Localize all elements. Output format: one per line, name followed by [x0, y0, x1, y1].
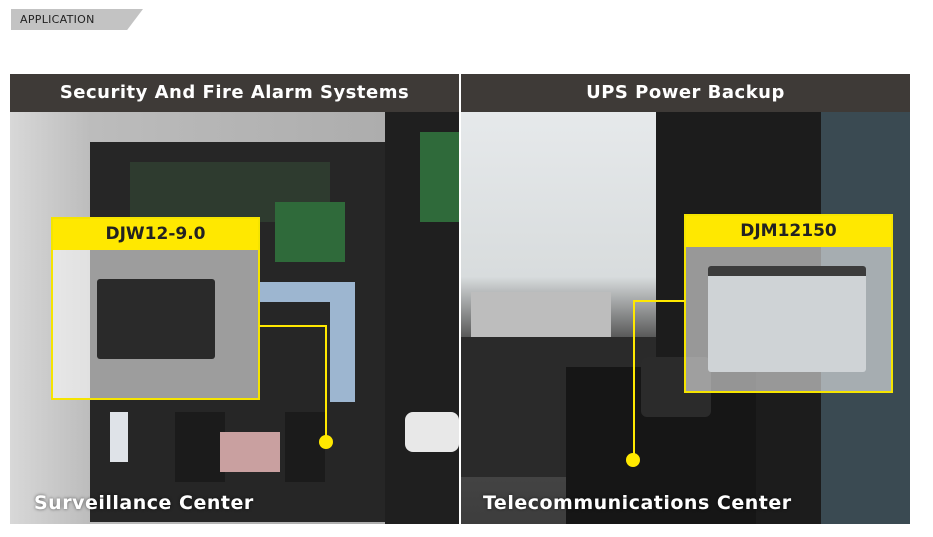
- section-tag: APPLICATION: [11, 9, 143, 30]
- section-tag-label: APPLICATION: [20, 13, 95, 26]
- panel-caption: Telecommunications Center: [483, 492, 792, 514]
- product-callout: DJW12-9.0: [51, 217, 260, 400]
- application-panel-ups: UPS Power Backup DJM12150 Telecommunicat…: [461, 74, 910, 524]
- panel-title: UPS Power Backup: [461, 74, 910, 112]
- product-name: DJW12-9.0: [53, 219, 258, 250]
- product-callout: DJM12150: [684, 214, 893, 393]
- panel-caption: Surveillance Center: [34, 492, 254, 514]
- application-panel-security: Security And Fire Alarm Systems DJW12-9.…: [10, 74, 459, 524]
- location-marker: [319, 435, 333, 449]
- panel-title: Security And Fire Alarm Systems: [10, 74, 459, 112]
- battery-image: [97, 279, 215, 359]
- battery-image: [708, 266, 866, 372]
- product-name: DJM12150: [686, 216, 891, 247]
- location-marker: [626, 453, 640, 467]
